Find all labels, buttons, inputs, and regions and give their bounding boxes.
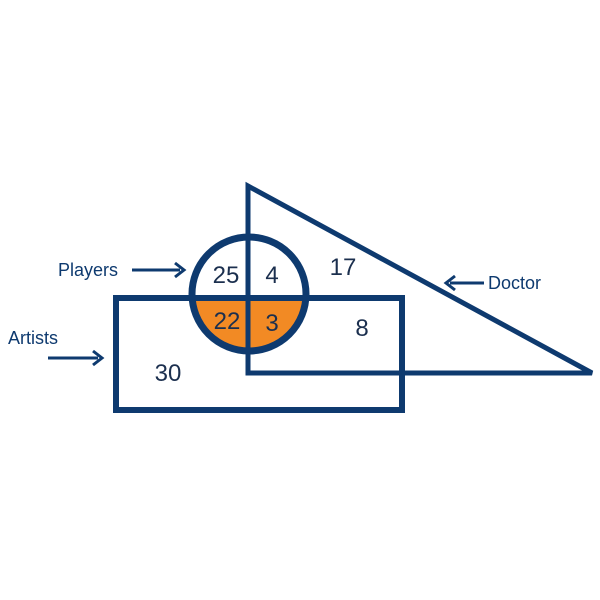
region-artists-only: 30: [155, 360, 182, 387]
region-players-artists: 22: [214, 308, 241, 335]
region-artists-doctor: 8: [355, 315, 368, 342]
doctor-triangle: [245, 181, 594, 376]
artists-arrow-head: [92, 349, 105, 367]
players-label: Players: [58, 260, 118, 280]
doctor-arrow-head: [443, 274, 456, 292]
artists-label: Artists: [8, 328, 58, 348]
players-circle: [188, 233, 310, 355]
region-all-three: 3: [265, 310, 278, 337]
artists-rectangle: [113, 295, 405, 413]
region-players-doctor: 4: [265, 262, 278, 289]
region-players-only: 25: [213, 262, 240, 289]
players-arrow-head: [174, 261, 187, 279]
region-doctor-only: 17: [330, 254, 357, 281]
doctor-label: Doctor: [488, 273, 541, 293]
